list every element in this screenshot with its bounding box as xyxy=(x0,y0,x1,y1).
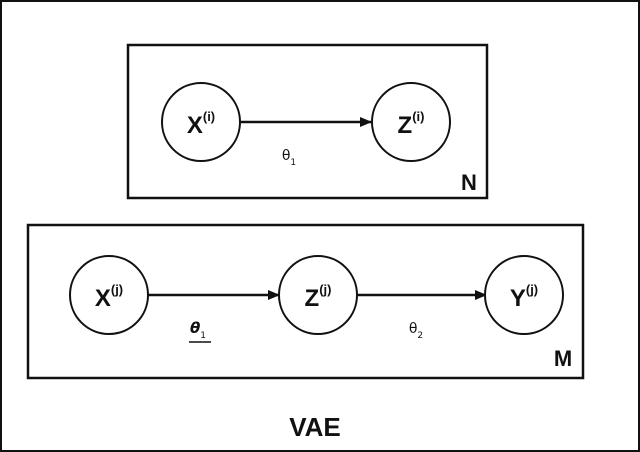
node-y-j-label: Y(j) xyxy=(510,282,538,312)
node-x-j-label: X(j) xyxy=(95,282,123,312)
plate-n-box xyxy=(126,43,489,200)
edge-label-theta-2: θ2 xyxy=(409,321,423,341)
node-z-i: Z(i) xyxy=(371,82,451,162)
node-y-j-circle xyxy=(484,255,564,335)
node-z-j-circle xyxy=(278,255,358,335)
plate-m-box xyxy=(26,223,585,380)
diagram-title: VAE xyxy=(289,412,341,442)
node-x-i: X(i) xyxy=(161,82,241,162)
node-x-j-circle xyxy=(69,255,149,335)
node-z-j-label: Z(j) xyxy=(305,282,332,312)
plate-n: X(i) Z(i) θ1 N xyxy=(126,43,489,200)
edge-label-theta-1-bottom: θ1 xyxy=(189,319,211,343)
node-x-j: X(j) xyxy=(69,255,149,335)
node-x-i-label: X(i) xyxy=(187,109,215,139)
node-z-i-circle xyxy=(371,82,451,162)
node-y-j: Y(j) xyxy=(484,255,564,335)
node-z-i-label: Z(i) xyxy=(398,109,425,139)
plate-m: X(j) Z(j) Y(j) θ1 θ2 M xyxy=(26,223,585,380)
plate-n-label: N xyxy=(461,170,477,195)
plate-m-label: M xyxy=(554,346,572,371)
edge-label-theta-1-top: θ1 xyxy=(282,148,296,168)
node-x-i-circle xyxy=(161,82,241,162)
node-z-j: Z(j) xyxy=(278,255,358,335)
svg-text:θ1: θ1 xyxy=(190,319,206,341)
